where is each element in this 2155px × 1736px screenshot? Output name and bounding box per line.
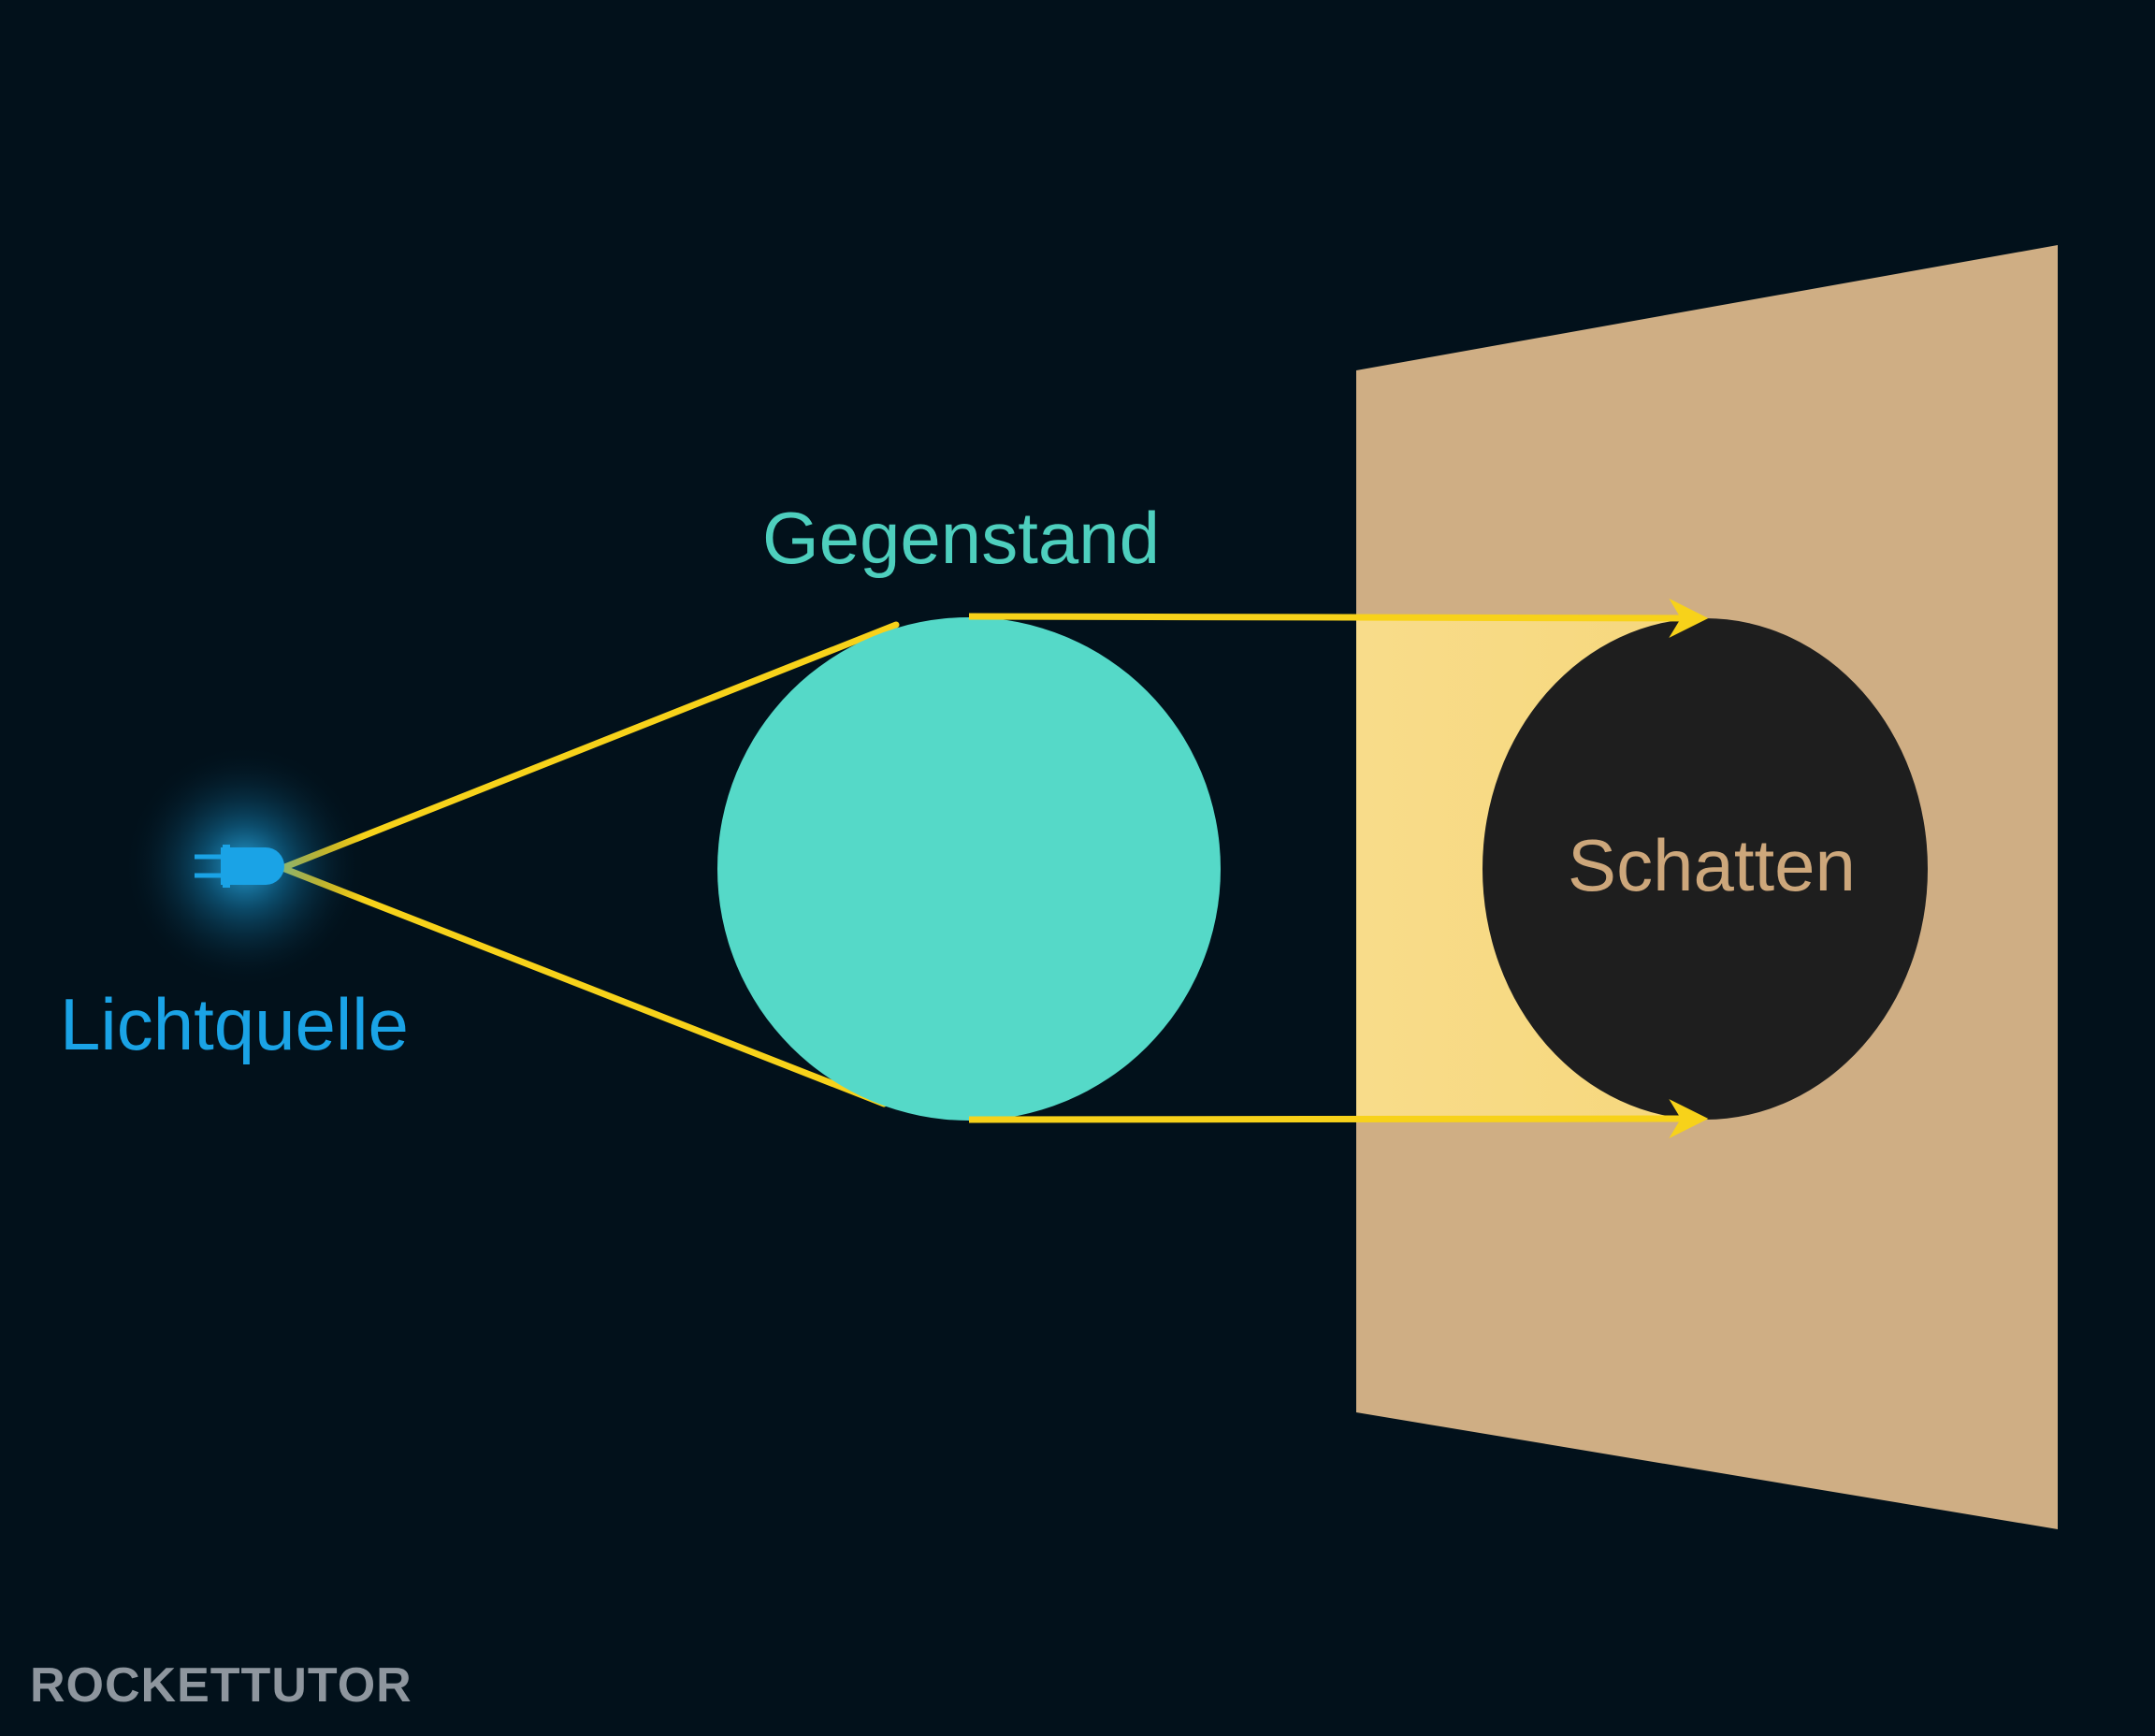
ray-upper-diverging (279, 621, 900, 872)
shadow-ellipse (1482, 618, 1928, 1120)
led-bulb-icon (195, 845, 284, 888)
label-object: Gegenstand (762, 497, 1161, 579)
label-light-source: Lichtquelle (60, 983, 409, 1065)
label-shadow: Schatten (1568, 824, 1856, 906)
ray-upper-parallel (968, 598, 1709, 638)
object-sphere (717, 617, 1221, 1121)
rockettutor-logo: ROCKETTUTOR (30, 1658, 412, 1713)
ray-lower-parallel (968, 1099, 1709, 1139)
ray-lower-diverging (279, 864, 888, 1107)
